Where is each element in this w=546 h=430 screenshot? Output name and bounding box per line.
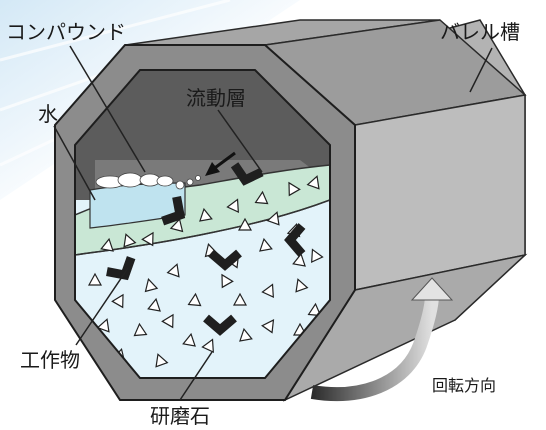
barrel-interior <box>75 70 330 378</box>
abrasive-stone <box>100 237 114 252</box>
label-flow-layer: 流動層 <box>186 86 246 110</box>
label-rotation: 回転方向 <box>432 376 497 395</box>
label-water: 水 <box>38 102 58 126</box>
abrasive-stone <box>232 292 248 306</box>
abrasive-stone <box>261 283 274 299</box>
label-barrel: バレル槽 <box>440 20 520 44</box>
leader-workpiece <box>75 267 129 346</box>
abrasive-stone <box>187 292 202 307</box>
abrasive-stone <box>237 217 253 231</box>
rotation-arrow-shaft <box>310 294 439 402</box>
workpiece <box>208 249 242 271</box>
workpiece <box>106 256 136 281</box>
abrasive-stone <box>261 319 275 334</box>
leader-lines <box>53 45 493 401</box>
abrasive-stone <box>221 273 234 289</box>
abrasive-stone <box>123 233 137 248</box>
barrel-body <box>124 19 528 402</box>
abrasive-stone <box>144 277 159 293</box>
abrasive-stone <box>259 237 273 252</box>
label-abrasive: 研磨石 <box>150 404 210 428</box>
leader-water <box>53 125 96 201</box>
workpiece <box>161 196 186 226</box>
label-workpiece: 工作物 <box>20 348 80 372</box>
abrasive-stone <box>155 353 169 368</box>
abrasive-stone <box>161 313 174 329</box>
label-compound: コンパウンド <box>6 20 126 44</box>
workpiece <box>284 223 306 257</box>
workpiece <box>230 162 264 186</box>
abrasive-stones <box>87 175 324 368</box>
flow-arrow-head <box>205 162 220 176</box>
leader-flow-layer <box>217 109 263 173</box>
abrasive-stone <box>96 318 110 333</box>
chamber-outline <box>74 69 331 379</box>
leader-abrasive <box>179 351 213 401</box>
abrasive-stone <box>311 248 324 264</box>
abrasive-stone <box>166 263 180 278</box>
abrasive-stone <box>169 217 184 233</box>
rotation-arrow-head <box>410 277 454 301</box>
abrasive-stone <box>266 211 280 226</box>
leader-barrel <box>469 47 493 93</box>
abrasive-stone <box>182 332 196 347</box>
abrasive-stone <box>254 190 269 205</box>
abrasive-stone <box>295 278 309 293</box>
abrasive-stone <box>307 302 322 317</box>
abrasive-stone <box>87 272 103 286</box>
compound-foam <box>95 172 201 190</box>
abrasive-stone <box>226 198 239 214</box>
abrasive-stone <box>292 252 306 267</box>
abrasive-stone <box>111 293 124 309</box>
abrasive-stone <box>199 207 213 222</box>
workpieces <box>106 162 306 336</box>
abrasive-stone <box>133 322 148 337</box>
abrasive-stone <box>288 181 301 197</box>
abrasive-stone <box>306 175 320 190</box>
abrasive-stone <box>239 327 253 342</box>
abrasive-stone <box>201 338 214 354</box>
abrasive-stone <box>141 231 154 247</box>
workpiece <box>203 314 237 336</box>
leader-compound <box>69 45 146 173</box>
abrasive-stone <box>147 297 161 312</box>
